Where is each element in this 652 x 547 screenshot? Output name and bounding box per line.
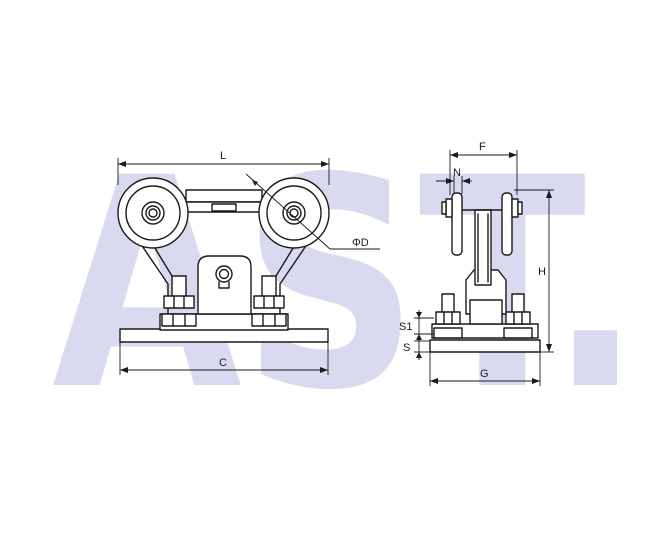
watermark-text: AST. (52, 117, 642, 454)
right-bolt (251, 275, 287, 327)
right-wheel (258, 177, 330, 249)
center-pin-inner (218, 268, 230, 280)
label-S1: S1 (399, 321, 412, 333)
dimension-D: ΦD (245, 173, 380, 250)
center-bracket (197, 255, 252, 315)
left-wheel (117, 177, 189, 249)
side-base-plate (429, 339, 541, 353)
axle-center-block (211, 203, 237, 212)
side-hub-right (511, 198, 519, 218)
dimension-N: N (436, 167, 472, 194)
side-view: F N H (399, 141, 554, 386)
dimension-H: H (514, 189, 554, 353)
dimension-G: G (429, 352, 541, 386)
label-G: G (480, 368, 489, 380)
center-pin-icon (215, 265, 233, 283)
side-right-bolt (503, 293, 533, 339)
label-S: S (403, 342, 410, 354)
label-L: L (220, 150, 226, 162)
label-C: C (219, 357, 227, 369)
side-axle-right (517, 201, 523, 215)
base-plate (119, 328, 329, 343)
dimension-C: C (119, 342, 329, 375)
left-bolt (161, 275, 197, 327)
dimension-L: L (117, 150, 330, 185)
front-view: L C ΦD (117, 150, 380, 375)
pin-clip (218, 281, 230, 289)
side-wheel-left (451, 192, 463, 256)
label-N: N (453, 167, 461, 179)
side-wheel-right (501, 192, 513, 256)
side-lower-block (469, 299, 503, 325)
dimension-F: F (449, 141, 518, 195)
side-hub-left (445, 198, 453, 218)
dimension-S1-S: S1 S (399, 310, 434, 360)
side-axle-left (441, 201, 447, 215)
label-D: ΦD (352, 237, 369, 249)
side-left-bolt (433, 293, 463, 339)
top-axle-bar (185, 189, 263, 203)
label-F: F (479, 141, 486, 153)
label-H: H (538, 266, 546, 278)
